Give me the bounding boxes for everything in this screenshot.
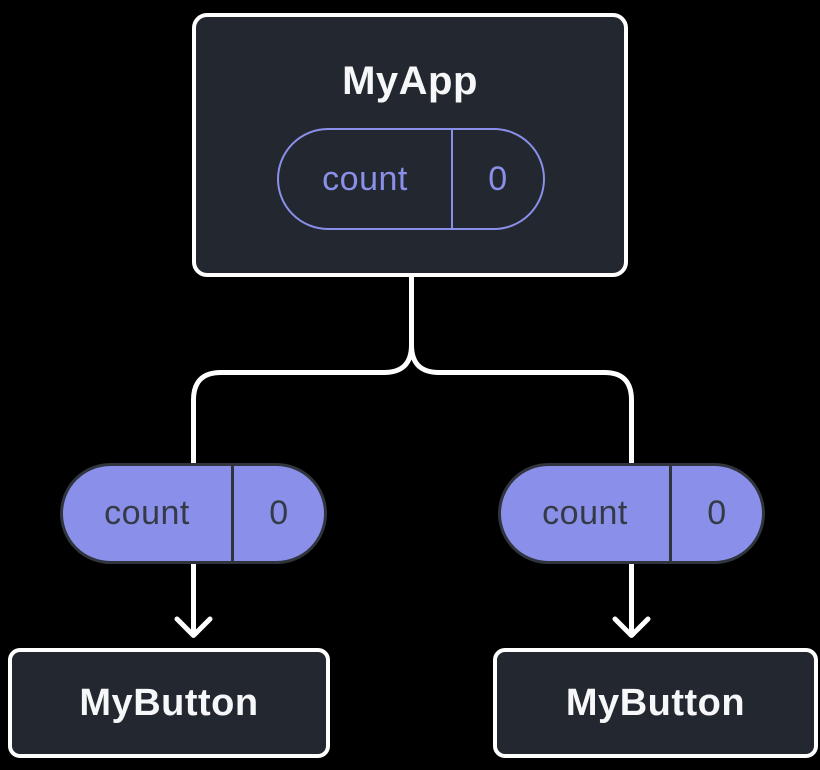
right-child-node: MyButton [493,648,818,758]
left-child-title: MyButton [79,681,259,724]
right-prop-pill: count 0 [498,463,765,564]
right-prop-value: 0 [669,466,762,561]
root-state-name: count [322,159,408,198]
branch-right-line [409,274,634,466]
right-child-title: MyButton [565,681,746,724]
left-child-node: MyButton [8,648,330,758]
root-state-pill: count 0 [277,128,545,230]
arrow-right-head [612,616,651,638]
root-state-value: 0 [451,130,543,228]
root-node-title: MyApp [342,59,478,103]
arrow-left-head [174,616,213,638]
right-prop-name: count [542,494,628,532]
branch-left-line [191,274,414,466]
left-prop-name: count [104,494,190,532]
left-prop-value: 0 [231,466,324,561]
left-prop-pill: count 0 [60,463,327,564]
root-node [192,13,628,277]
